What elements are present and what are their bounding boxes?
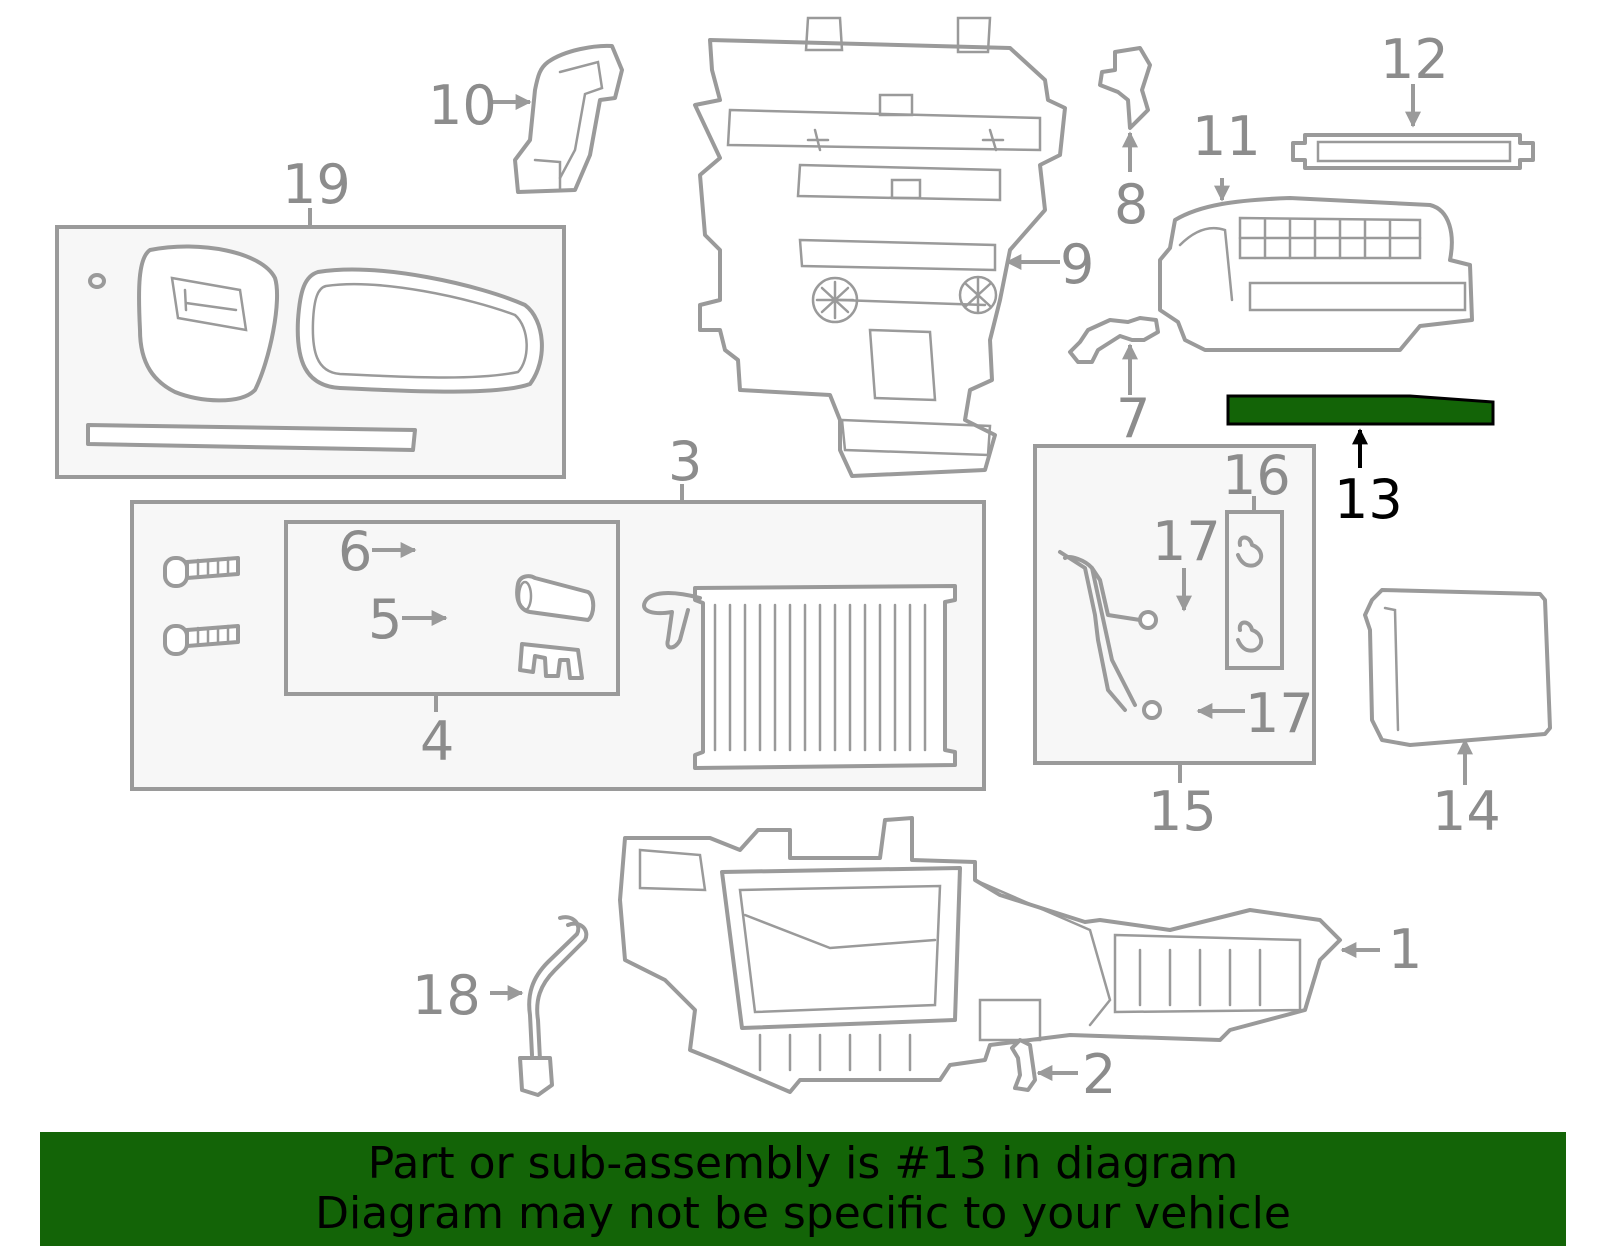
callout-14: 14 [1432, 780, 1501, 843]
callout-6: 6 [338, 520, 372, 583]
banner-line-1: Part or sub-assembly is #13 in diagram [367, 1138, 1239, 1189]
callout-5: 5 [368, 588, 402, 651]
callout-1: 1 [1388, 918, 1422, 981]
part-9-main-housing [693, 16, 1067, 478]
callout-11: 11 [1192, 105, 1261, 168]
part-15-tube-kit [1033, 444, 1316, 783]
part-14-cover [1363, 588, 1552, 785]
callout-16: 16 [1222, 444, 1291, 507]
callout-9: 9 [1060, 233, 1094, 296]
callout-17b: 17 [1245, 682, 1314, 745]
part-18-harness [490, 915, 589, 1097]
part-10-duct [490, 43, 624, 194]
callout-3: 3 [668, 430, 702, 493]
part-8-bracket [1098, 46, 1152, 172]
callout-15: 15 [1148, 780, 1217, 843]
callout-labels: 1 2 3 4 5 6 7 8 9 10 11 12 13 14 15 16 1… [282, 28, 1501, 1106]
part-7-sensor [1068, 316, 1160, 395]
callout-2: 2 [1082, 1043, 1116, 1106]
callout-18: 18 [412, 964, 481, 1027]
part-1-lower-housing [618, 816, 1380, 1094]
callout-13: 13 [1334, 468, 1403, 531]
banner-line-2: Diagram may not be specific to your vehi… [315, 1188, 1291, 1239]
highlight-notice-banner: Part or sub-assembly is #13 in diagram D… [40, 1132, 1566, 1246]
part-2-clip [1010, 1038, 1078, 1092]
callout-10: 10 [428, 74, 497, 137]
part-19-seal-kit [55, 208, 566, 479]
callout-7: 7 [1116, 387, 1150, 450]
part-13-cabin-air-filter [1226, 394, 1495, 468]
callout-19: 19 [282, 153, 351, 216]
part-12-filter-cover [1291, 84, 1535, 170]
callout-17a: 17 [1152, 510, 1221, 573]
part-3-evaporator-kit [130, 484, 986, 791]
callout-4: 4 [420, 710, 454, 773]
part-11-blower-housing [1158, 178, 1474, 352]
callout-8: 8 [1114, 173, 1148, 236]
callout-12: 12 [1380, 28, 1449, 91]
